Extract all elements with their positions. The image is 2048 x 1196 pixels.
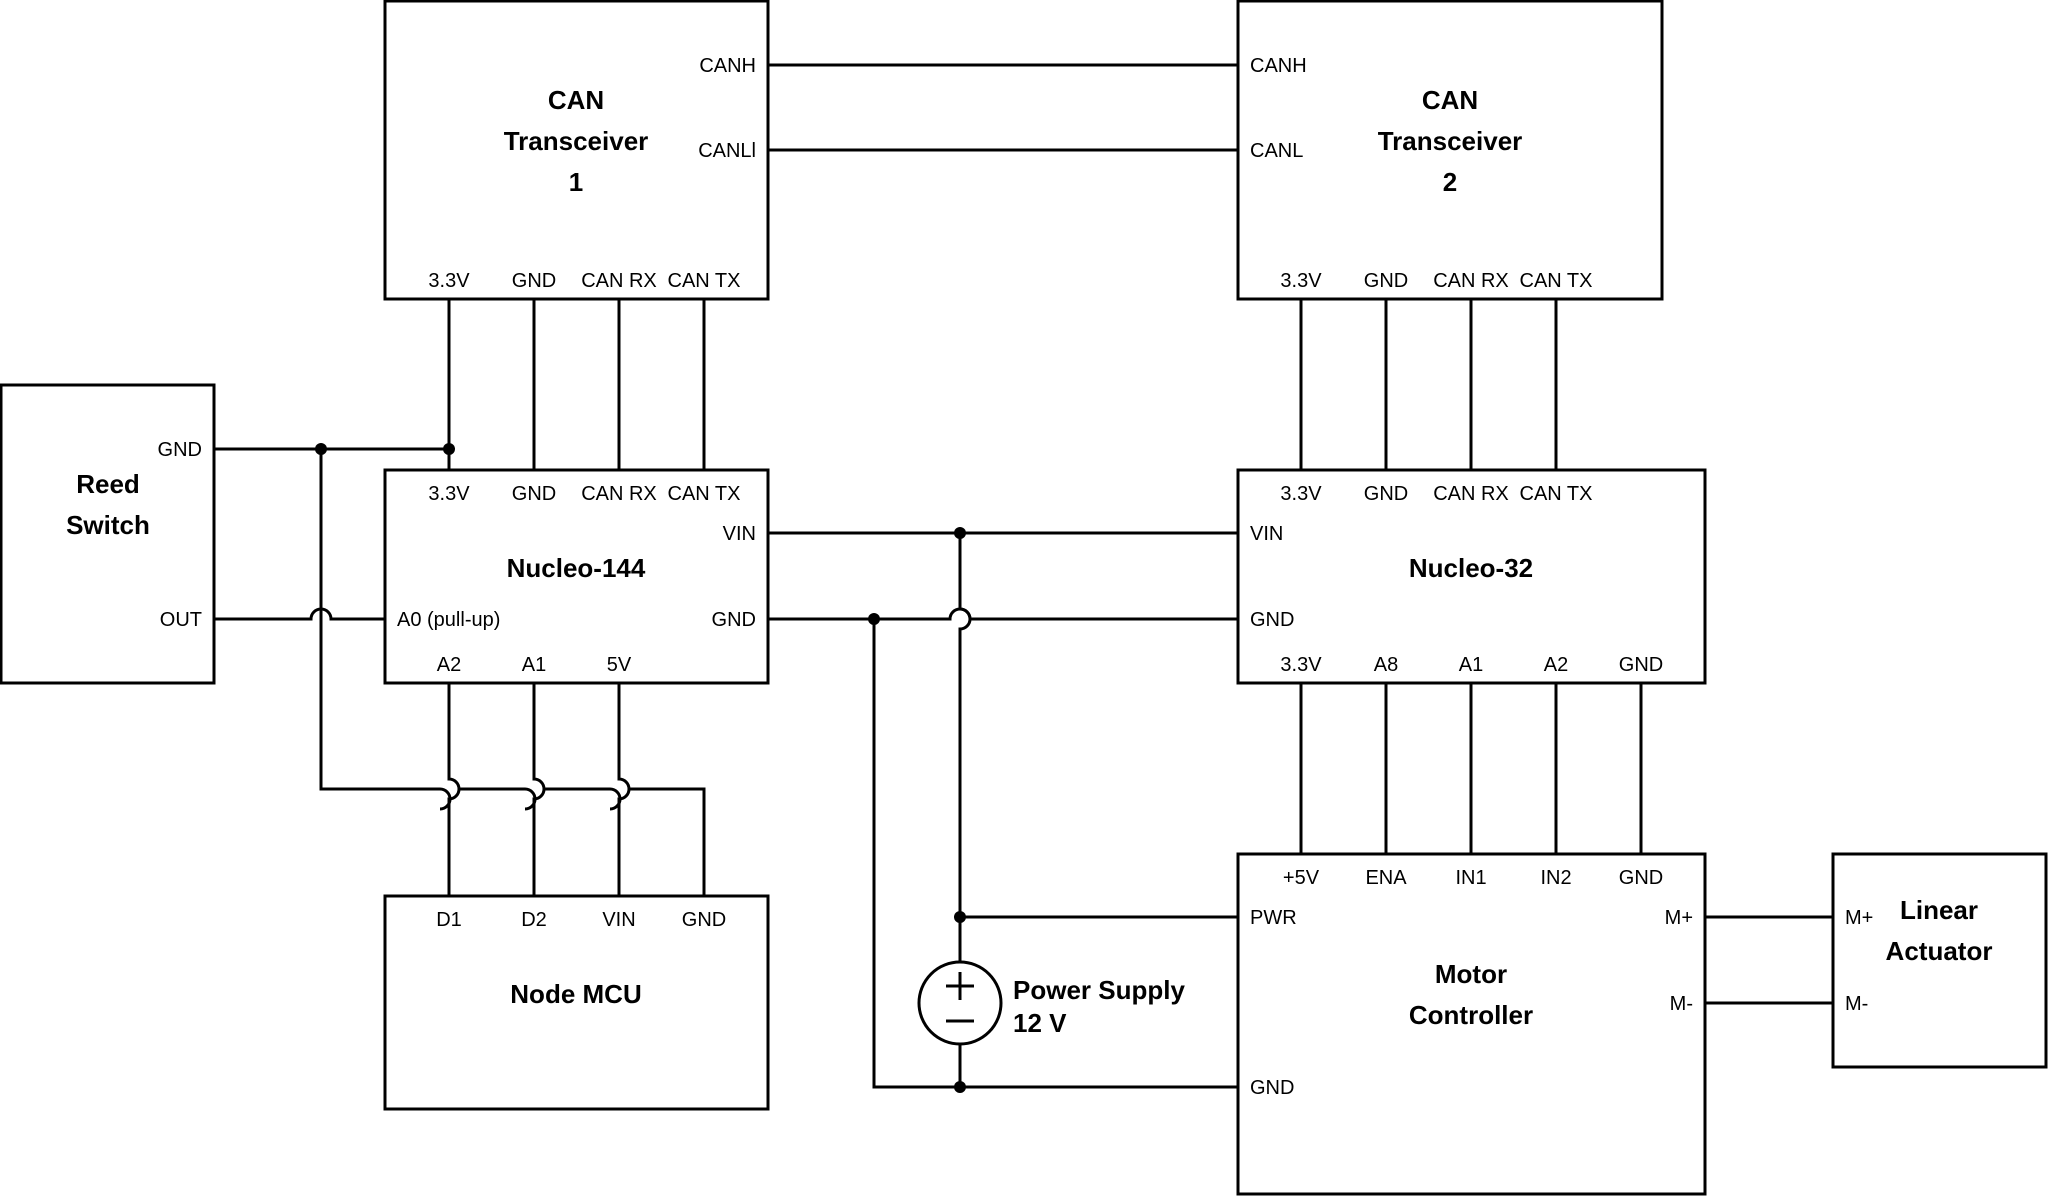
pin-label-3v3: 3.3V — [428, 270, 470, 292]
node-mcu: Node MCU D1 D2 VIN GND — [383, 894, 770, 1111]
pin-label-m-plus: M+ — [1845, 907, 1873, 929]
can-transceiver-1: CAN Transceiver 1 CANH CANLl 3.3V GND CA… — [383, 0, 770, 301]
pin-label-can-rx: CAN RX — [1433, 270, 1509, 292]
pin-label-a8: A8 — [1374, 654, 1398, 676]
pin-label-a2: A2 — [437, 654, 461, 676]
pin-label-can-tx: CAN TX — [1520, 270, 1593, 292]
pin-label-a1: A1 — [1459, 654, 1483, 676]
junction-dot — [954, 527, 966, 539]
pin-label-canh: CANH — [699, 55, 756, 77]
pin-label-m-minus: M- — [1670, 993, 1693, 1015]
power-supply-voltage: 12 V — [1013, 1008, 1067, 1038]
block-title: Node MCU — [510, 979, 641, 1009]
pin-label-gnd: GND — [1364, 270, 1408, 292]
pin-label-canl: CANL — [1250, 140, 1303, 162]
block-title: Reed — [76, 469, 140, 499]
block-title: Nucleo-144 — [507, 553, 646, 583]
junction-dot — [954, 911, 966, 923]
wire-gnd-drop-psu — [872, 619, 1238, 1089]
power-supply: Power Supply 12 V — [917, 960, 1185, 1046]
pin-label-m-plus: M+ — [1665, 907, 1693, 929]
motor-controller: Motor Controller +5V ENA IN1 IN2 GND PWR… — [1236, 852, 1707, 1196]
pin-label-can-rx: CAN RX — [581, 483, 657, 505]
pin-label-can-tx: CAN TX — [1520, 483, 1593, 505]
junction-dot — [443, 443, 455, 455]
block-title: 1 — [569, 167, 583, 197]
pin-label-a2: A2 — [1544, 654, 1568, 676]
linear-actuator: Linear Actuator M+ M- — [1831, 852, 2048, 1069]
pin-label-out: OUT — [160, 609, 202, 631]
wire-a1-d2 — [532, 683, 546, 896]
block-title: Actuator — [1886, 936, 1993, 966]
pin-label-vin: VIN — [1250, 523, 1283, 545]
pin-label-vin: VIN — [723, 523, 756, 545]
pin-label-5v: +5V — [1283, 867, 1320, 889]
junctions — [315, 443, 966, 1093]
pin-label-gnd: GND — [158, 439, 202, 461]
junction-dot — [954, 1081, 966, 1093]
wires — [214, 63, 1833, 1089]
pin-label-can-rx: CAN RX — [581, 270, 657, 292]
block-title: Linear — [1900, 895, 1978, 925]
pin-label-gnd: GND — [1250, 609, 1294, 631]
pin-label-canh: CANH — [1250, 55, 1307, 77]
pin-label-ena: ENA — [1365, 867, 1407, 889]
nucleo-32: Nucleo-32 3.3V GND CAN RX CAN TX VIN GND… — [1236, 468, 1707, 685]
block-title: Transceiver — [504, 126, 649, 156]
pin-label-3v3: 3.3V — [1280, 654, 1322, 676]
block-title: Nucleo-32 — [1409, 553, 1533, 583]
block-title: CAN — [548, 85, 604, 115]
power-supply-label: Power Supply — [1013, 975, 1185, 1005]
pin-label-m-minus: M- — [1845, 993, 1868, 1015]
pin-label-3v3: 3.3V — [1280, 483, 1322, 505]
pin-label-gnd: GND — [1619, 654, 1663, 676]
pin-label-can-rx: CAN RX — [1433, 483, 1509, 505]
pin-label-d2: D2 — [521, 909, 547, 931]
pin-label-3v3: 3.3V — [428, 483, 470, 505]
nucleo-144: Nucleo-144 3.3V GND CAN RX CAN TX VIN GN… — [383, 468, 770, 685]
pin-label-in1: IN1 — [1455, 867, 1486, 889]
pin-label-vin: VIN — [602, 909, 635, 931]
pin-label-gnd: GND — [512, 270, 556, 292]
wire-vin-drop — [958, 533, 1238, 919]
pin-label-a1: A1 — [522, 654, 546, 676]
wire-reed-out — [214, 607, 385, 621]
pin-label-gnd: GND — [682, 909, 726, 931]
pin-label-canl: CANLl — [698, 140, 756, 162]
block-title: Controller — [1409, 1000, 1533, 1030]
pin-label-5v: 5V — [607, 654, 632, 676]
block-title: 2 — [1443, 167, 1457, 197]
pin-label-3v3: 3.3V — [1280, 270, 1322, 292]
pin-label-pwr: PWR — [1250, 907, 1297, 929]
block-title: Switch — [66, 510, 150, 540]
pin-label-can-tx: CAN TX — [668, 483, 741, 505]
voltage-source-icon — [917, 960, 1003, 1046]
pin-label-gnd: GND — [712, 609, 756, 631]
pin-label-gnd: GND — [1619, 867, 1663, 889]
pin-label-in2: IN2 — [1540, 867, 1571, 889]
can-transceiver-2: CAN Transceiver 2 CANH CANL 3.3V GND CAN… — [1236, 0, 1664, 301]
block-title: Transceiver — [1378, 126, 1523, 156]
pin-label-gnd: GND — [512, 483, 556, 505]
pin-label-a0: A0 (pull-up) — [397, 609, 500, 631]
block-title: CAN — [1422, 85, 1478, 115]
wire-a2-d1 — [447, 683, 461, 896]
pin-label-can-tx: CAN TX — [668, 270, 741, 292]
junction-dot — [315, 443, 327, 455]
wire-5v-vin — [617, 683, 631, 896]
pin-label-gnd: GND — [1364, 483, 1408, 505]
plus-icon — [946, 972, 974, 1000]
pin-label-d1: D1 — [436, 909, 462, 931]
junction-dot — [868, 613, 880, 625]
pin-label-gnd: GND — [1250, 1077, 1294, 1099]
wire-gnd-main — [768, 607, 1238, 621]
block-title: Motor — [1435, 959, 1507, 989]
reed-switch: Reed Switch GND OUT — [0, 383, 216, 685]
